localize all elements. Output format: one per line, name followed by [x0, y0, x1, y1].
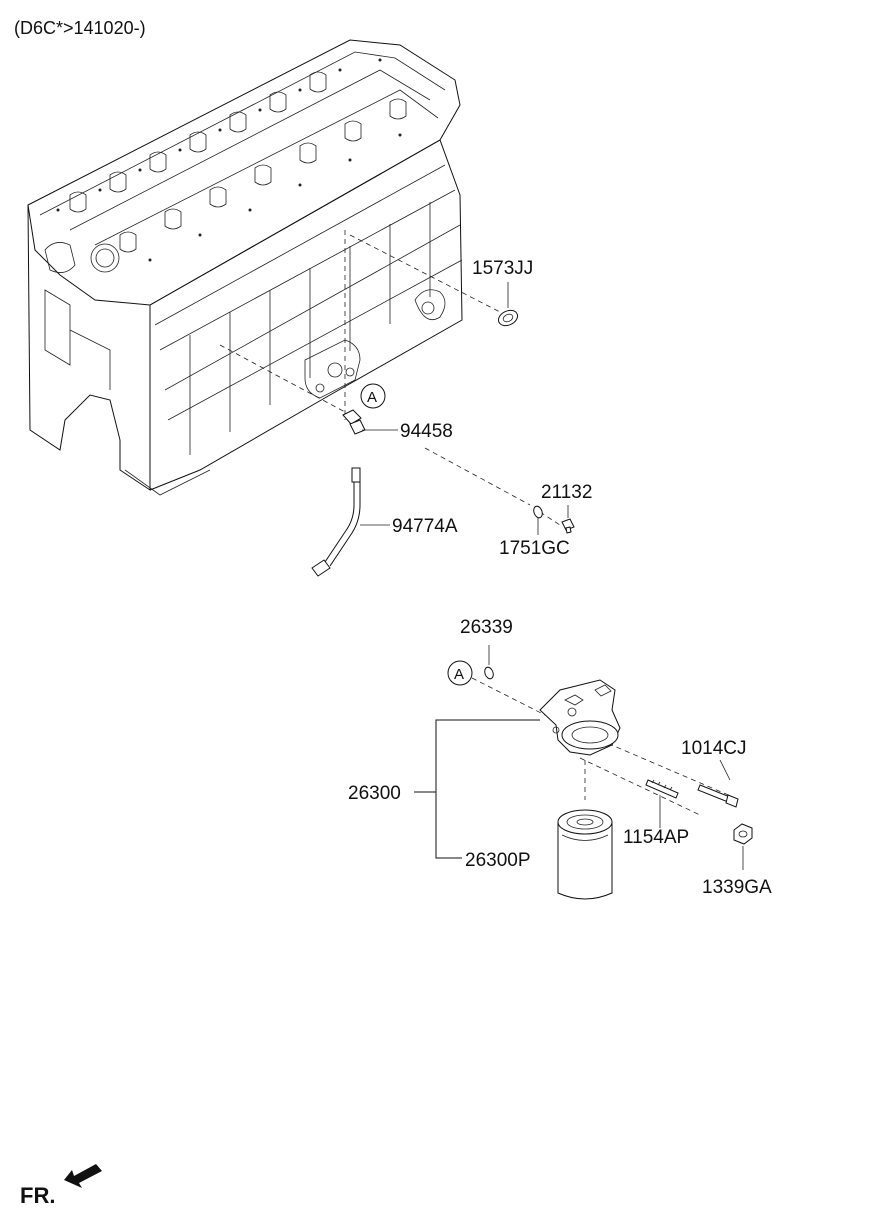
nut-1339GA — [733, 823, 753, 870]
callout-a-lower: A — [447, 660, 473, 686]
oil-filter-26300P — [557, 809, 613, 900]
o-ring-26339 — [484, 645, 494, 680]
label-1751GC: 1751GC — [499, 538, 570, 559]
front-direction-indicator: FR. — [20, 1164, 102, 1208]
svg-text:A: A — [367, 389, 377, 406]
upper-assembly-lines — [219, 230, 561, 526]
plug-1573JJ — [497, 282, 519, 327]
model-code-header: (D6C*>141020-) — [14, 18, 146, 38]
fitting-94458 — [342, 409, 398, 435]
label-26300P: 26300P — [465, 850, 531, 871]
bolt-1014CJ — [697, 759, 739, 808]
pipe-94774A — [311, 467, 390, 577]
engine-block-illustration — [27, 39, 463, 496]
label-1339GA: 1339GA — [702, 877, 772, 898]
lower-assembly-lines — [471, 677, 741, 816]
front-label: FR. — [20, 1183, 55, 1208]
front-arrow-icon — [64, 1164, 102, 1188]
label-94458: 94458 — [400, 421, 453, 442]
label-1154AP: 1154AP — [623, 827, 689, 848]
label-26300: 26300 — [348, 783, 401, 804]
filter-head-26300 — [539, 679, 621, 756]
stud-1154AP — [645, 779, 679, 828]
washer-1751GC — [533, 505, 543, 535]
label-21132: 21132 — [541, 482, 592, 503]
label-26339: 26339 — [460, 617, 513, 638]
assembly-bracket — [414, 719, 540, 859]
label-1014CJ: 1014CJ — [681, 738, 747, 759]
label-94774A: 94774A — [392, 516, 458, 537]
plug-21132 — [561, 505, 575, 534]
svg-text:A: A — [454, 666, 464, 683]
callout-a-upper: A — [360, 383, 386, 409]
label-1573JJ: 1573JJ — [472, 258, 533, 279]
